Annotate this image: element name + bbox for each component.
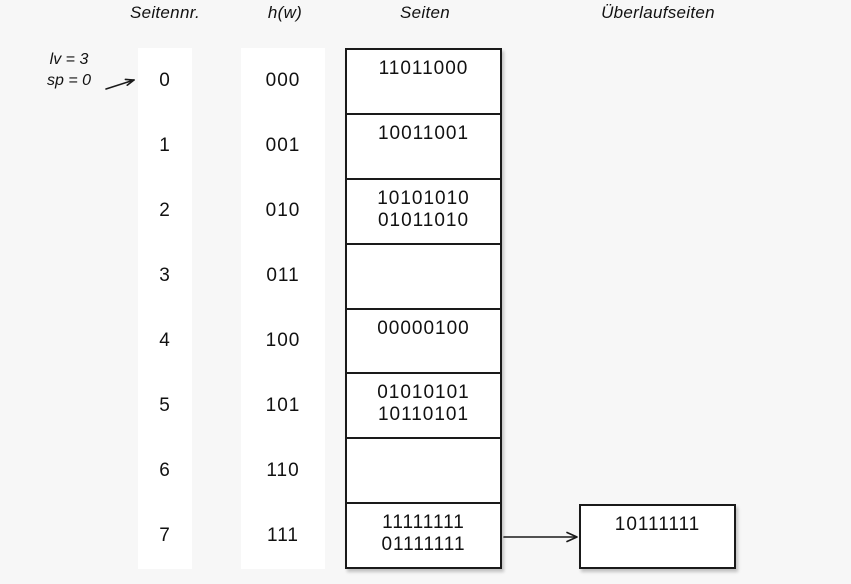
overflow-record-value: 10111111 [614, 514, 701, 535]
sp-value: sp = 0 [46, 72, 92, 89]
page-number: 7 [159, 525, 171, 547]
hash-value: 111 [267, 525, 299, 547]
pages-box: 11011000 10011001 10101010 01011010 0000… [345, 48, 502, 569]
page-cell-1: 10011001 [347, 112, 500, 178]
hash-value: 000 [265, 69, 301, 91]
page-number: 3 [159, 264, 171, 286]
page-number-column: 0 1 2 3 4 5 6 7 [138, 48, 192, 569]
page-number: 4 [159, 330, 171, 352]
header-ueberlaufseiten: Überlaufseiten [601, 3, 715, 22]
hash-value: 101 [265, 395, 301, 417]
page-cell-2: 10101010 01011010 [347, 177, 500, 243]
hash-value-column: 000 001 010 011 100 101 110 111 [241, 48, 325, 569]
page-number: 2 [159, 199, 171, 221]
lv-value: lv = 3 [49, 51, 89, 68]
page-cell-4: 00000100 [347, 307, 500, 373]
header-seitennr: Seitennr. [129, 3, 201, 22]
page-cell-5: 01010101 10110101 [347, 372, 500, 437]
overflow-page-box: 10111111 [579, 504, 736, 569]
record-value: 01011010 [377, 209, 470, 231]
page-cell-3 [347, 242, 500, 308]
page-number: 0 [159, 69, 171, 91]
record-value: 11011000 [378, 58, 469, 79]
overflow-link-arrow [503, 531, 578, 543]
hash-value: 110 [266, 460, 300, 482]
page-number: 1 [159, 134, 171, 156]
record-value: 01010101 [377, 382, 470, 404]
record-value: 01111111 [381, 534, 466, 556]
page-cell-7: 11111111 01111111 [347, 502, 500, 567]
hash-value: 100 [265, 330, 301, 352]
record-value: 10110101 [377, 404, 470, 426]
page-number: 5 [159, 395, 171, 417]
state-annotation: lv = 3 sp = 0 [26, 49, 112, 91]
record-value: 11111111 [382, 512, 465, 534]
record-value: 00000100 [377, 317, 470, 339]
record-value: 10011001 [377, 122, 470, 144]
page-number: 6 [159, 460, 171, 482]
hash-value: 011 [266, 264, 300, 286]
page-cell-6 [347, 437, 500, 502]
hash-value: 010 [265, 199, 301, 221]
header-seiten: Seiten [399, 3, 450, 22]
page-cell-0: 11011000 [347, 50, 500, 113]
header-hash-function: h(w) [267, 3, 303, 22]
record-value: 10101010 [377, 187, 470, 209]
hash-value: 001 [265, 134, 301, 156]
